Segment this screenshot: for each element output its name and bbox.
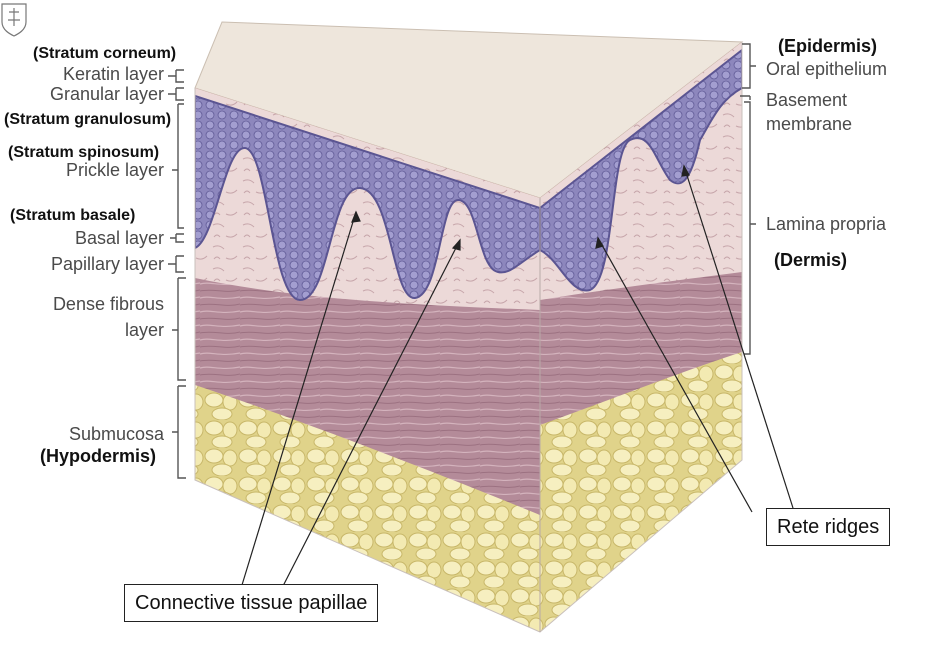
- label-hypodermis: (Hypodermis): [40, 446, 157, 466]
- label-stratum-granulosum: (Stratum granulosum): [4, 111, 172, 128]
- label-lamina-propria: Lamina propria: [766, 214, 887, 234]
- label-stratum-basale: (Stratum basale): [10, 207, 136, 224]
- label-dense-fibrous-line1: Dense fibrous: [52, 294, 164, 314]
- label-epidermis: (Epidermis): [778, 36, 878, 56]
- callout-rete-ridges: Rete ridges: [766, 508, 891, 546]
- label-dense-fibrous-line2: layer: [124, 320, 164, 340]
- callout-connective-tissue-papillae: Connective tissue papillae: [124, 584, 379, 622]
- label-stratum-corneum: (Stratum corneum): [33, 45, 177, 62]
- label-prickle-layer: Prickle layer: [65, 160, 164, 180]
- label-submucosa: Submucosa: [68, 424, 164, 444]
- pointer-lines: [241, 164, 794, 589]
- label-oral-epithelium: Oral epithelium: [766, 59, 888, 79]
- left-brackets: [168, 43, 756, 479]
- label-basal-layer: Basal layer: [74, 228, 164, 248]
- dense-fibrous-front: [195, 278, 540, 520]
- epithelium-ridges-front: [195, 94, 540, 302]
- label-dermis: (Dermis): [774, 250, 848, 270]
- epithelium-ridges-side: [540, 47, 742, 292]
- label-basement-line1: Basement: [766, 90, 848, 110]
- label-keratin-layer: Keratin layer: [62, 64, 164, 84]
- dense-fibrous-side: [540, 272, 742, 430]
- label-papillary-layer: Papillary layer: [50, 254, 164, 274]
- label-basement-line2: membrane: [766, 114, 853, 134]
- seal-logo-icon: [1, 3, 27, 37]
- label-granular-layer: Granular layer: [49, 84, 164, 104]
- submucosa-side: [540, 352, 742, 632]
- label-stratum-spinosum: (Stratum spinosum): [8, 144, 160, 161]
